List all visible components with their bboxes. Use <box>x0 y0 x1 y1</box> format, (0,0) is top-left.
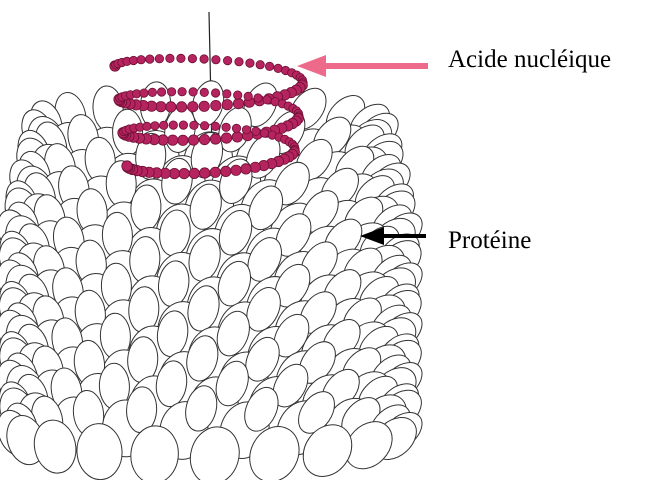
helix-bead <box>263 96 271 104</box>
helix-bead <box>260 129 268 137</box>
helix-bead <box>210 167 220 177</box>
helix-bead <box>252 127 260 135</box>
helix-bead <box>200 122 208 130</box>
protein-label: Protéine <box>448 228 531 253</box>
helix-bead <box>199 134 209 144</box>
helix-bead <box>274 64 282 72</box>
helix-bead <box>211 122 219 130</box>
helix-bead <box>122 161 132 171</box>
helix-bead <box>177 54 185 62</box>
helix-bead <box>265 62 273 70</box>
helix-bead <box>167 88 175 96</box>
helix-bead <box>200 55 208 63</box>
helix-bead <box>222 123 230 131</box>
helix-bead <box>199 101 209 111</box>
helix-bead <box>232 124 240 132</box>
helix-bead <box>155 55 163 63</box>
helix-bead <box>188 54 196 62</box>
helix-bead <box>223 90 231 98</box>
helix-bead <box>200 88 208 96</box>
helix-bead <box>250 162 260 172</box>
helix-bead <box>211 89 219 97</box>
helix-bead <box>168 135 178 145</box>
helix-bead <box>189 168 199 178</box>
helix-bead <box>210 134 220 144</box>
helix-bead <box>235 58 243 66</box>
helix-bead <box>211 100 221 110</box>
helix-bead <box>256 60 264 68</box>
helix-bead <box>188 102 198 112</box>
helix-bead <box>222 100 232 110</box>
helix-bead <box>140 89 148 97</box>
helix-bead <box>148 88 156 96</box>
nucleic-acid-label: Acide nucléique <box>448 47 611 72</box>
helix-bead <box>232 132 242 142</box>
helix-bead <box>190 121 198 129</box>
helix-bead <box>234 91 242 99</box>
helix-bead <box>223 56 231 64</box>
helix-bead <box>241 164 251 174</box>
helix-bead <box>188 135 198 145</box>
helix-bead <box>169 121 177 129</box>
helix-bead <box>151 122 159 130</box>
helix-bead <box>143 122 151 130</box>
helix-bead <box>221 133 231 143</box>
helix-bead <box>166 102 176 112</box>
helix-bead <box>179 168 189 178</box>
helix-bead <box>156 102 166 112</box>
helix-bead <box>221 166 231 176</box>
helix-bead <box>179 121 187 129</box>
helix-bead <box>244 92 252 100</box>
helix-bead <box>233 98 243 108</box>
helix-bead <box>246 59 254 67</box>
helix-bead <box>254 94 262 102</box>
helix-bead <box>137 56 145 64</box>
helix-bead <box>242 126 250 134</box>
helix-bead <box>129 56 137 64</box>
helix-bead <box>178 135 188 145</box>
helix-bead <box>200 168 210 178</box>
helix-bead <box>189 88 197 96</box>
helix-bead <box>160 121 168 129</box>
helix-bead <box>178 88 186 96</box>
helix-bead <box>212 56 220 64</box>
helix-bead <box>231 165 241 175</box>
helix-bead <box>157 88 165 96</box>
helix-bead <box>176 102 186 112</box>
helix-bead <box>146 55 154 63</box>
helix-bead <box>166 54 174 62</box>
